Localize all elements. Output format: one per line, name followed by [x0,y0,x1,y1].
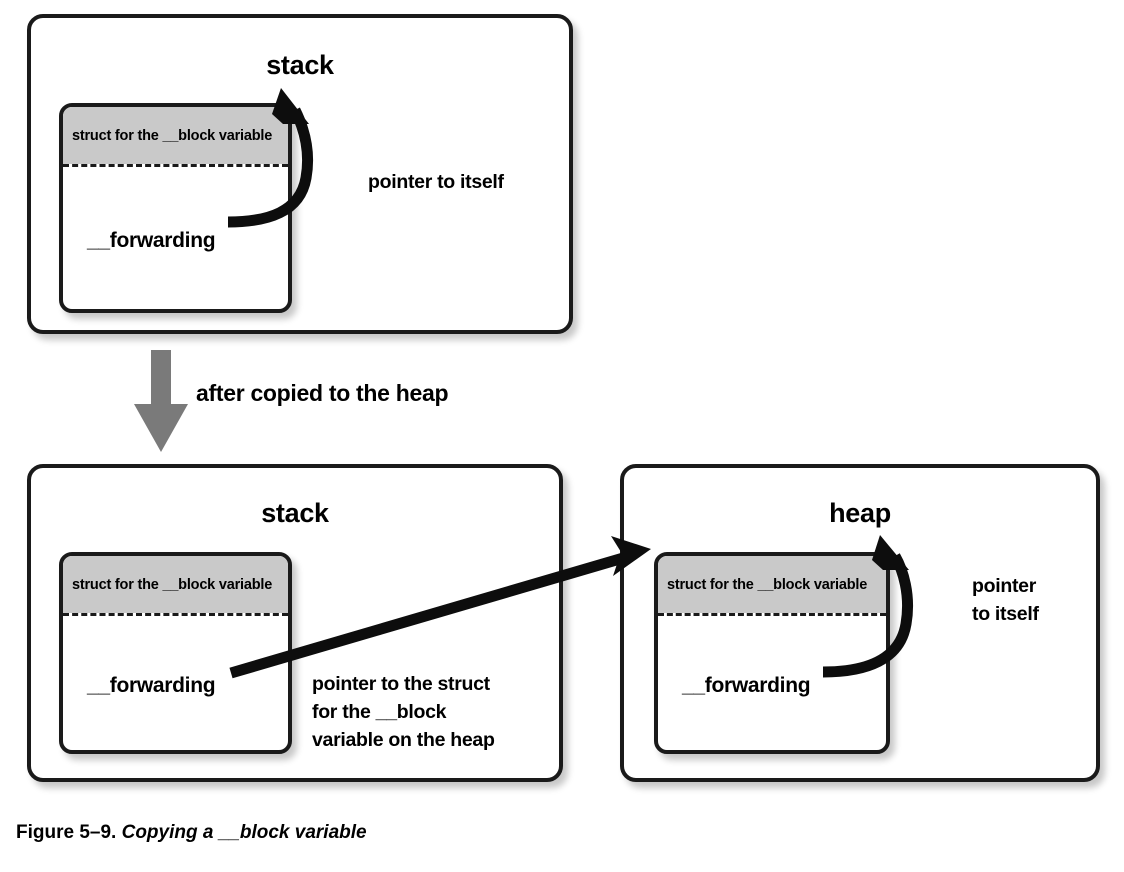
struct-divider-stack-after [63,613,288,616]
heap-region-after: heap struct for the __block variable __f… [620,464,1100,782]
annotation-pointer-to-heap-struct: pointer to the struct for the __block va… [312,673,495,751]
struct-field-forwarding-stack-before: __forwarding [87,229,216,252]
struct-divider-heap-after [658,613,886,616]
figure-caption: Figure 5–9. Copying a __block variable [16,822,367,844]
figure-caption-title: Copying a __block variable [121,822,367,843]
figure-caption-number: Figure 5–9. [16,822,117,843]
struct-field-forwarding-stack-after: __forwarding [87,674,216,697]
heap-region-after-title: heap [829,498,891,528]
struct-box-heap-after: struct for the __block variable __forwar… [654,552,890,754]
stack-region-before-title: stack [266,50,334,80]
struct-header-stack-before: struct for the __block variable [63,107,288,164]
struct-divider-stack-before [63,164,288,167]
transition-label: after copied to the heap [196,380,449,406]
struct-header-label-stack-after: struct for the __block variable [72,576,273,593]
annotation-pointer-to-itself-heap: pointer to itself [972,575,1039,625]
struct-box-stack-after: struct for the __block variable __forwar… [59,552,292,754]
stack-region-after-title: stack [261,498,329,528]
struct-field-forwarding-heap-after: __forwarding [682,674,811,697]
struct-header-stack-after: struct for the __block variable [63,556,288,613]
struct-box-stack-before: struct for the __block variable __forwar… [59,103,292,313]
stack-region-after: stack struct for the __block variable __… [27,464,563,782]
annotation-pointer-to-itself-before: pointer to itself [368,171,504,193]
down-arrow-icon [134,350,188,452]
stack-region-before: stack struct for the __block variable __… [27,14,573,334]
struct-header-heap-after: struct for the __block variable [658,556,886,613]
struct-header-label-heap-after: struct for the __block variable [667,576,868,593]
struct-header-label-stack-before: struct for the __block variable [72,127,273,144]
